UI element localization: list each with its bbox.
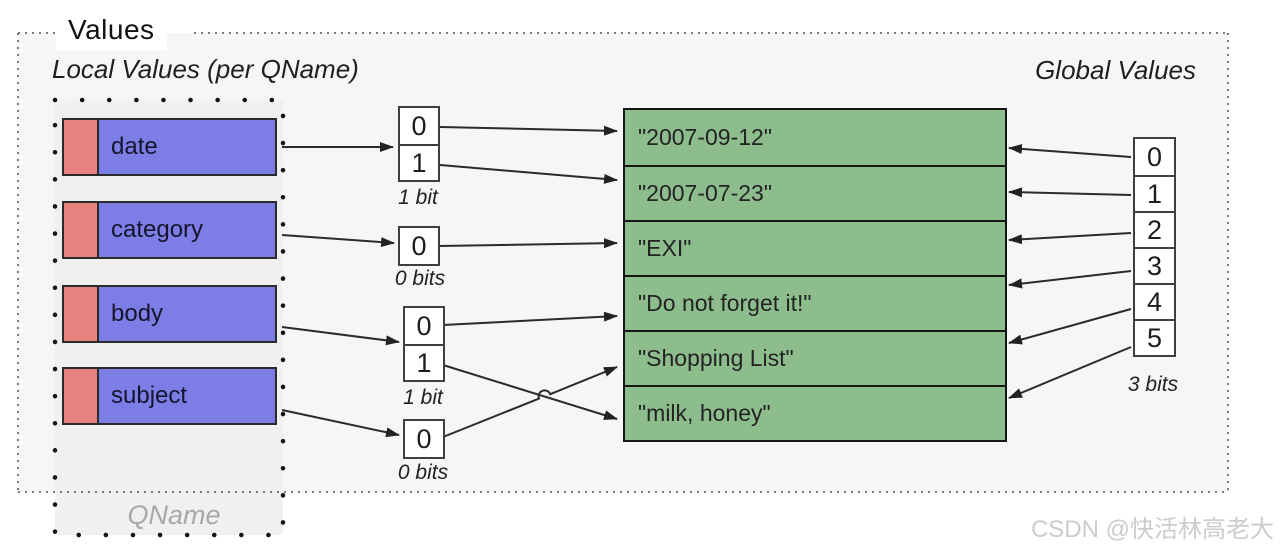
value-row: "2007-09-12" <box>638 124 772 150</box>
value-string-table: "2007-09-12" "2007-07-23" "EXI" "Do not … <box>623 108 1007 442</box>
qname-row-label: subject <box>111 382 188 409</box>
bits-label-body: 1 bit <box>403 386 443 409</box>
local-index-stack-subject: 0 <box>403 419 445 459</box>
qname-prefix-box <box>64 120 99 174</box>
index-cell: 1 <box>1135 175 1174 211</box>
qname-row-category: category <box>62 201 277 259</box>
value-row: "Do not forget it!" <box>625 275 1005 330</box>
local-values-label: Local Values (per QName) <box>52 54 359 84</box>
local-index-stack-date: 0 1 <box>398 106 440 182</box>
local-index-stack-body: 0 1 <box>403 306 445 382</box>
value-row: "milk, honey" <box>625 385 1005 440</box>
qname-row-label: body <box>111 300 164 327</box>
index-cell: 0 <box>411 110 427 141</box>
local-index-stack-category: 0 <box>398 226 440 266</box>
index-cell: 3 <box>1135 247 1174 283</box>
index-cell: 0 <box>1146 141 1163 172</box>
index-cell: 0 <box>411 230 427 261</box>
qname-prefix-box <box>64 203 99 257</box>
qname-prefix-box <box>64 369 99 423</box>
index-cell: 1 <box>405 344 443 380</box>
qname-row-subject: subject <box>62 367 277 425</box>
value-row: "2007-07-23" <box>625 165 1005 220</box>
bits-label-subject: 0 bits <box>397 461 449 484</box>
qname-row-date: date <box>62 118 277 176</box>
index-cell: 4 <box>1135 283 1174 319</box>
value-row: "EXI" <box>625 220 1005 275</box>
index-cell: 5 <box>1135 319 1174 355</box>
index-cell: 0 <box>416 423 432 454</box>
index-cell: 1 <box>400 144 438 180</box>
page-title: Values <box>56 10 167 50</box>
qname-row-body: body <box>62 285 277 343</box>
bits-label-global: 3 bits <box>1127 373 1179 396</box>
qname-row-label: date <box>111 133 158 160</box>
qname-row-label: category <box>111 216 204 243</box>
value-row: "Shopping List" <box>625 330 1005 385</box>
watermark-text: CSDN @快活林高老大 <box>1030 516 1274 543</box>
qname-caption: QName <box>127 500 221 530</box>
index-cell: 0 <box>416 310 432 341</box>
bits-label-category: 0 bits <box>394 267 446 290</box>
global-values-label: Global Values <box>1035 55 1196 85</box>
bits-label-date: 1 bit <box>398 186 438 209</box>
global-index-column: 0 1 2 3 4 5 <box>1133 137 1176 357</box>
index-cell: 2 <box>1135 211 1174 247</box>
qname-prefix-box <box>64 287 99 341</box>
